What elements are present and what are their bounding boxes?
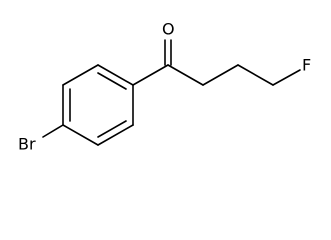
ring-bromine-bond	[42, 124, 64, 138]
chain-bond-3	[237, 64, 274, 86]
carbonyl-double-bond	[164, 39, 172, 66]
chain-bond-1	[167, 64, 204, 86]
chain-bond-2	[202, 64, 239, 86]
ring-bond-1	[97, 64, 134, 86]
benzene-ring	[62, 64, 134, 146]
ring-inner-bond-2	[97, 120, 127, 138]
chemical-structure: O F Br	[18, 20, 311, 154]
fluorine-label: F	[302, 56, 311, 75]
bromine-label: Br	[18, 135, 36, 154]
ring-bond-3	[97, 124, 134, 146]
ring-bond-6	[62, 64, 99, 86]
oxygen-label: O	[162, 20, 175, 39]
ring-bond-4	[62, 124, 99, 146]
ring-inner-bond-1	[97, 72, 127, 90]
chain-fluorine-bond	[272, 69, 301, 86]
aryl-carbonyl-bond	[132, 64, 169, 86]
